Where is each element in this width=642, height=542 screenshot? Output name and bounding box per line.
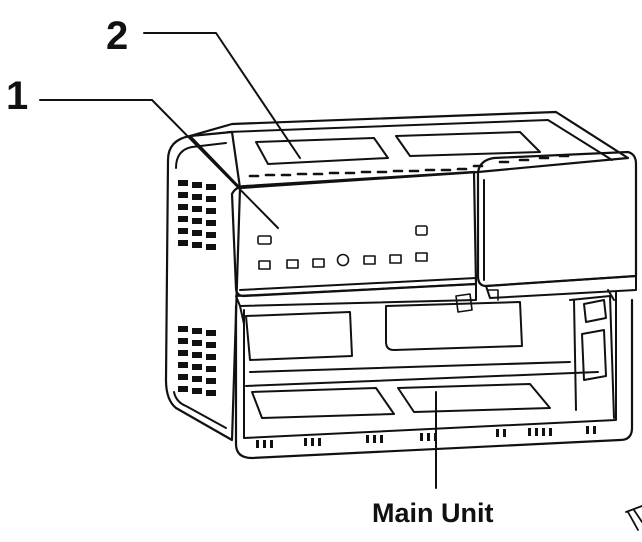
floor-plate-right: [397, 383, 551, 413]
right-lid: [476, 150, 638, 299]
upper-vent-grille: [178, 180, 216, 250]
partial-accessory-icon: [625, 505, 642, 531]
cooking-cavity: [234, 289, 634, 460]
leader-line-1: [39, 99, 279, 229]
callout-number-1: 1: [6, 74, 29, 118]
control-panel: [230, 170, 478, 307]
lower-vent-grille: [178, 326, 216, 396]
back-heater-left: [245, 311, 353, 361]
top-cooking-surface: [188, 110, 630, 190]
figure-caption: Main Unit: [372, 498, 494, 528]
control-buttons: [257, 225, 428, 270]
top-plate-right: [395, 131, 541, 157]
top-plate-left: [255, 137, 389, 165]
leader-line-2: [143, 32, 301, 159]
leader-lines: [39, 32, 437, 489]
back-heater-right: [385, 301, 523, 351]
callout-number-2: 2: [106, 14, 129, 58]
base-vent-holes: [256, 426, 596, 448]
floor-plate-left: [251, 387, 395, 419]
